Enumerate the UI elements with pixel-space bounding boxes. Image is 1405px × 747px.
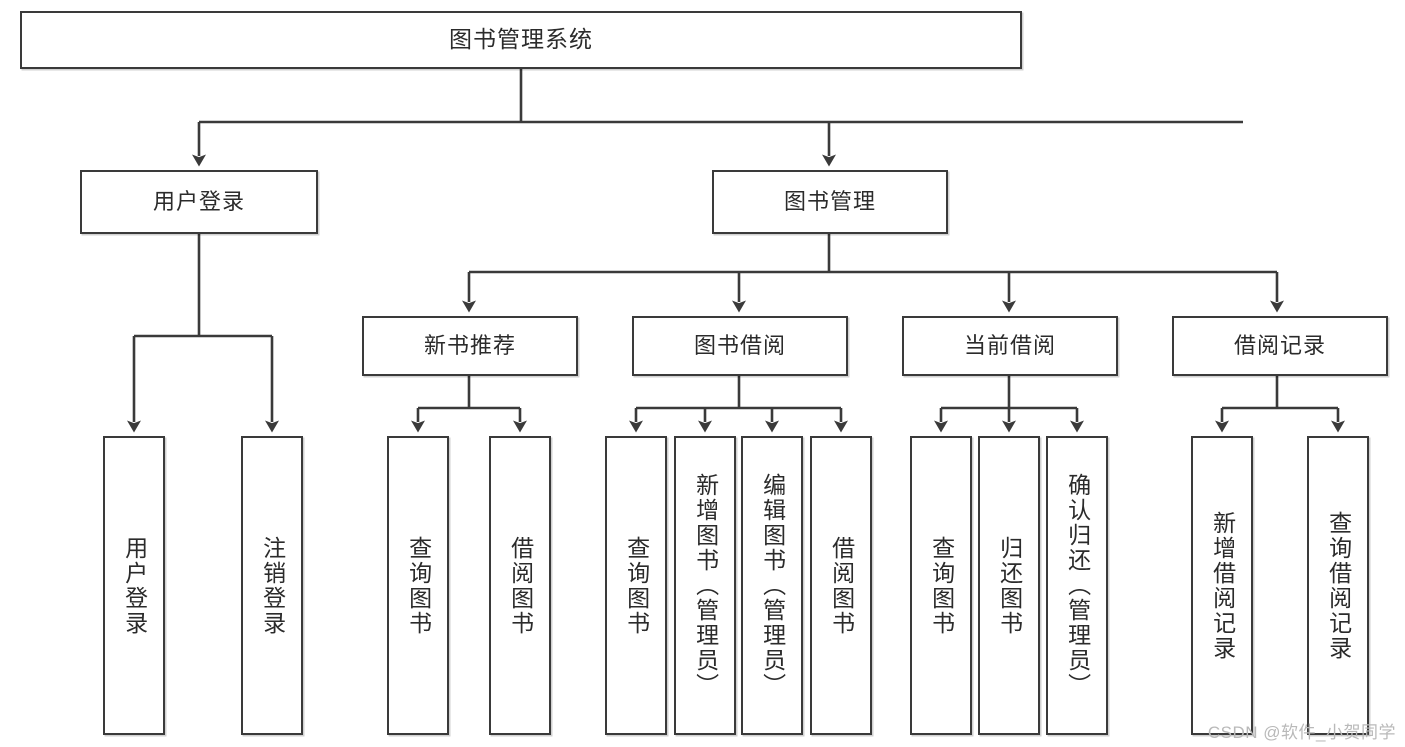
watermark-text: CSDN @软件_小贺同学 — [1207, 723, 1396, 742]
node-user-login[interactable]: 用户登录 — [80, 170, 318, 234]
leaf-borrow-book-recommend[interactable]: 借阅图书 — [489, 436, 551, 735]
leaf-label: 确认归还（管理员） — [1064, 473, 1091, 698]
leaf-label: 归还图书 — [996, 535, 1023, 636]
node-root-system[interactable]: 图书管理系统 — [20, 11, 1022, 69]
leaf-label: 借阅图书 — [828, 535, 855, 636]
node-book-management[interactable]: 图书管理 — [712, 170, 948, 234]
leaf-label: 新增图书（管理员） — [692, 473, 719, 698]
leaf-logout-login[interactable]: 注销登录 — [241, 436, 303, 735]
node-new-book-recommend[interactable]: 新书推荐 — [362, 316, 578, 376]
leaf-edit-book-admin[interactable]: 编辑图书（管理员） — [741, 436, 803, 735]
leaf-add-book-admin[interactable]: 新增图书（管理员） — [674, 436, 736, 735]
leaf-label: 编辑图书（管理员） — [759, 473, 786, 698]
leaf-label: 查询图书 — [623, 535, 650, 636]
node-current-borrow[interactable]: 当前借阅 — [902, 316, 1118, 376]
leaf-label: 查询图书 — [928, 535, 955, 636]
leaf-return-book[interactable]: 归还图书 — [978, 436, 1040, 735]
leaf-query-borrow-record[interactable]: 查询借阅记录 — [1307, 436, 1369, 735]
leaf-query-book-recommend[interactable]: 查询图书 — [387, 436, 449, 735]
leaf-label: 新增借阅记录 — [1209, 510, 1236, 661]
leaf-user-login[interactable]: 用户登录 — [103, 436, 165, 735]
leaf-label: 查询图书 — [405, 535, 432, 636]
leaf-borrow-book[interactable]: 借阅图书 — [810, 436, 872, 735]
leaf-add-borrow-record[interactable]: 新增借阅记录 — [1191, 436, 1253, 735]
leaf-confirm-return-admin[interactable]: 确认归还（管理员） — [1046, 436, 1108, 735]
node-borrow-record[interactable]: 借阅记录 — [1172, 316, 1388, 376]
leaf-label: 用户登录 — [121, 535, 148, 636]
leaf-label: 注销登录 — [259, 535, 286, 636]
leaf-query-book-current[interactable]: 查询图书 — [910, 436, 972, 735]
leaf-label: 查询借阅记录 — [1325, 510, 1352, 661]
node-book-borrow[interactable]: 图书借阅 — [632, 316, 848, 376]
leaf-query-book-borrow[interactable]: 查询图书 — [605, 436, 667, 735]
leaf-label: 借阅图书 — [507, 535, 534, 636]
